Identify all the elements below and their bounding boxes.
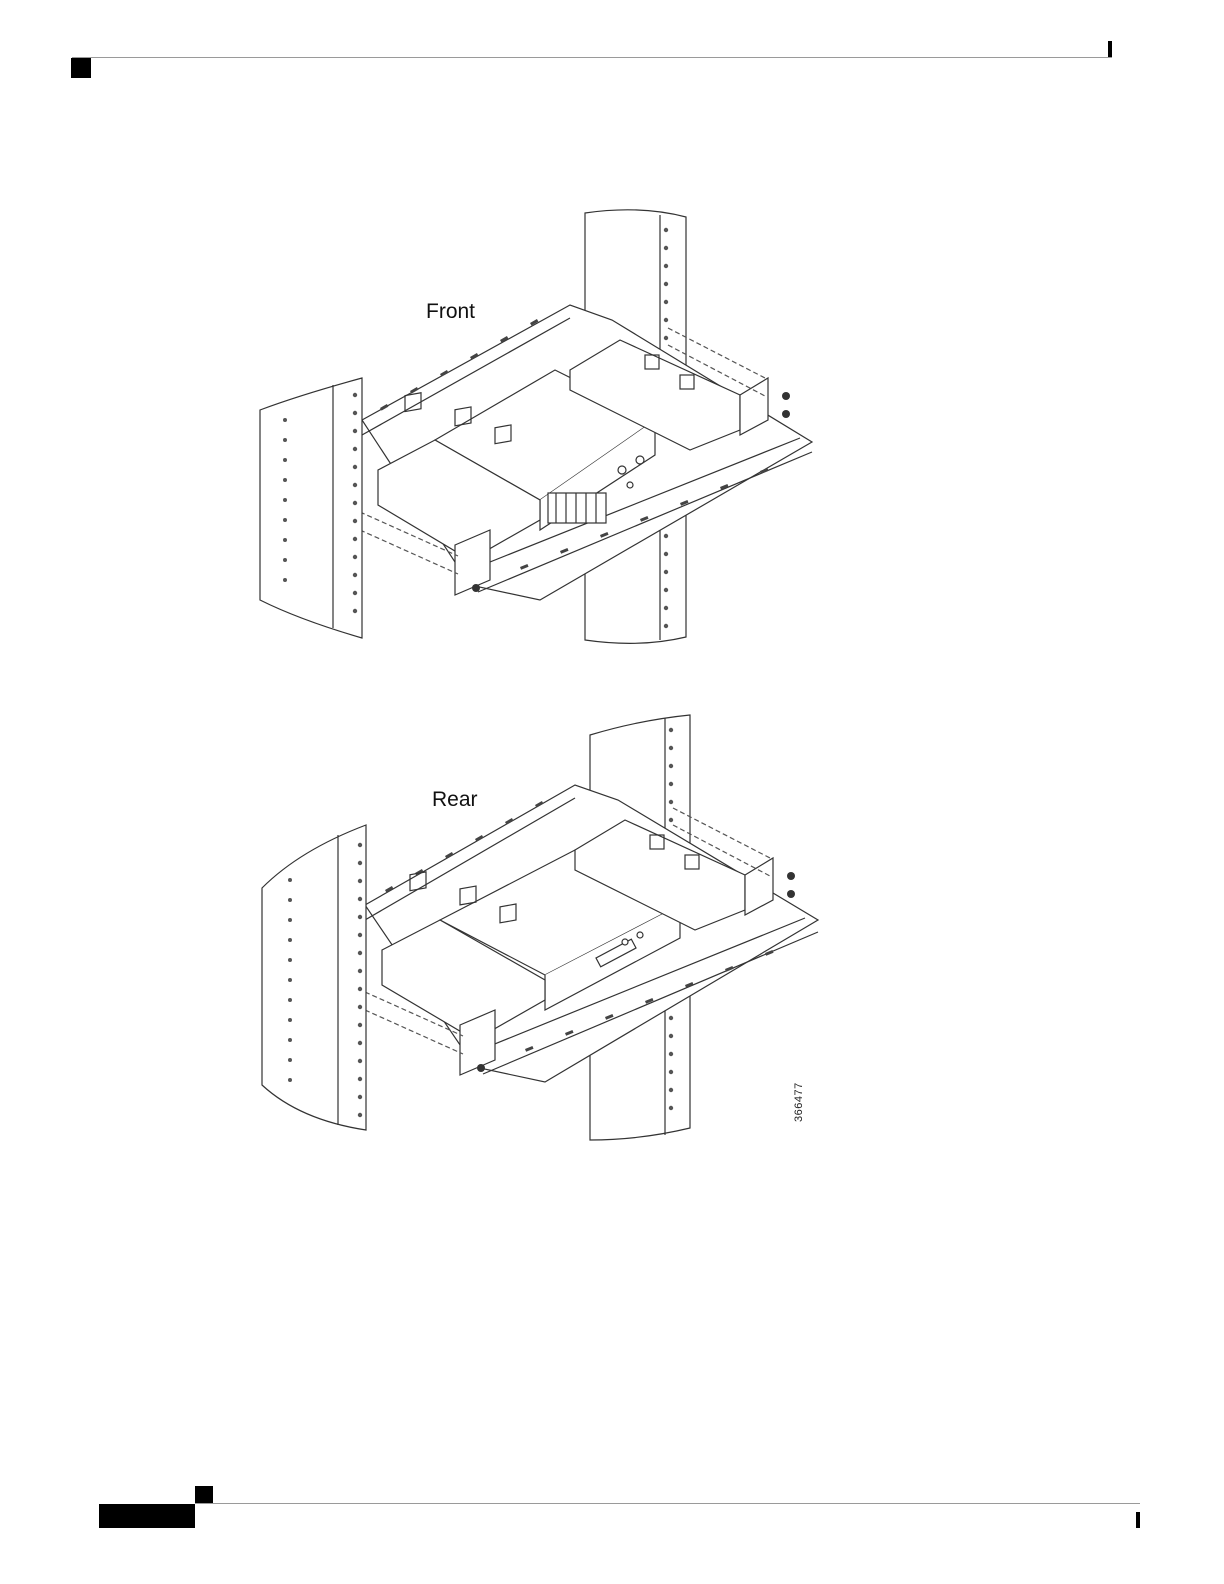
footer-rule: [195, 1503, 1140, 1504]
footer-change-bar: [1136, 1512, 1140, 1528]
front-label: Front: [426, 300, 475, 324]
footer-corner-marker: [195, 1486, 213, 1503]
header-corner-marker: [71, 58, 91, 78]
footer-page-tab: [99, 1504, 195, 1528]
header-change-bar: [1108, 41, 1112, 57]
rear-label: Rear: [432, 788, 478, 812]
header-rule: [72, 57, 1112, 58]
rear-view-illustration: [262, 715, 818, 1140]
front-view-illustration: [260, 210, 812, 644]
figure-id: 366477: [793, 1082, 805, 1122]
rack-mount-figure: [240, 200, 850, 1160]
